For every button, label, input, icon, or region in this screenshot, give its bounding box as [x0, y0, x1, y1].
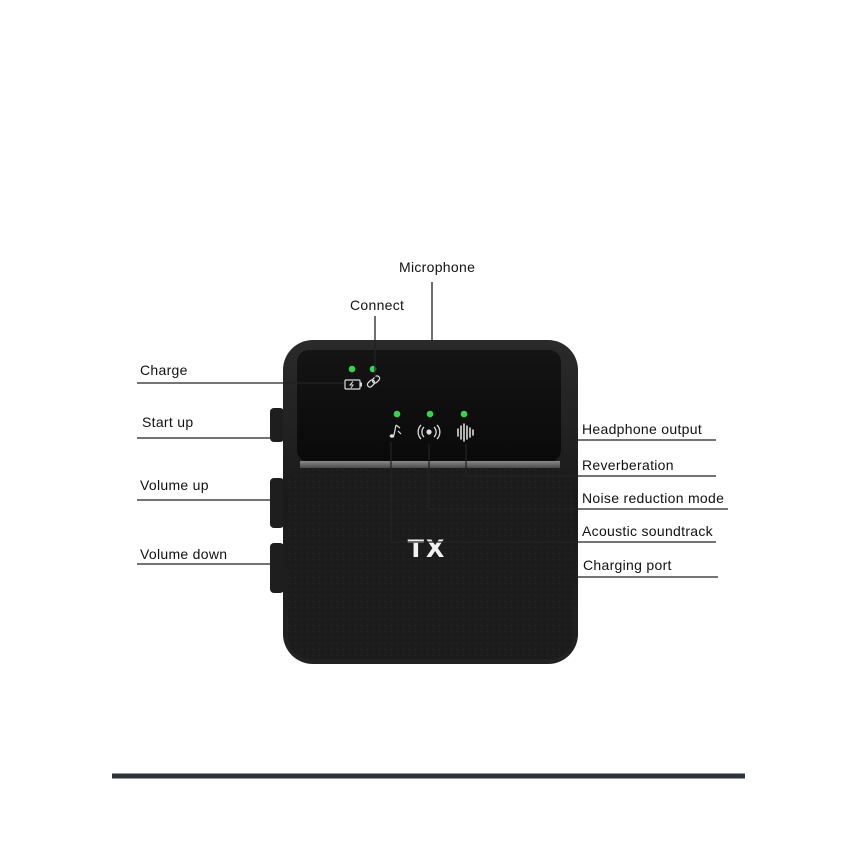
acoustic-led: [393, 410, 401, 418]
label-headphone-output: Headphone output: [582, 421, 702, 437]
battery-charging-icon: [344, 379, 362, 390]
label-volume-up: Volume up: [140, 477, 209, 493]
link-icon: [366, 375, 381, 388]
label-start-up: Start up: [142, 414, 193, 430]
noise-reduction-leader: [428, 444, 728, 510]
label-connect: Connect: [350, 297, 404, 313]
acoustic-soundtrack-leader: [390, 442, 716, 543]
broadcast-icon: [417, 424, 441, 440]
charge-led: [348, 365, 356, 373]
label-noise-reduction-mode: Noise reduction mode: [582, 490, 724, 506]
device-body: [283, 340, 578, 664]
volume-down-button[interactable]: [270, 543, 284, 593]
silver-strip: [300, 461, 560, 468]
label-charging-port: Charging port: [583, 557, 672, 573]
label-acoustic-soundtrack: Acoustic soundtrack: [582, 523, 714, 539]
music-note-icon: [389, 424, 402, 438]
label-microphone: Microphone: [399, 259, 475, 275]
start-up-button[interactable]: [270, 408, 284, 442]
display-panel: [297, 350, 561, 462]
label-volume-down: Volume down: [140, 546, 227, 562]
label-reverberation: Reverberation: [582, 457, 674, 473]
volume-up-button[interactable]: [270, 478, 284, 528]
device-marking: TX: [408, 535, 447, 563]
reverberation-leader: [465, 444, 716, 477]
reverb-led: [460, 410, 468, 418]
noise-led: [426, 410, 434, 418]
label-charge: Charge: [140, 362, 188, 378]
sound-wave-icon: [457, 423, 474, 442]
